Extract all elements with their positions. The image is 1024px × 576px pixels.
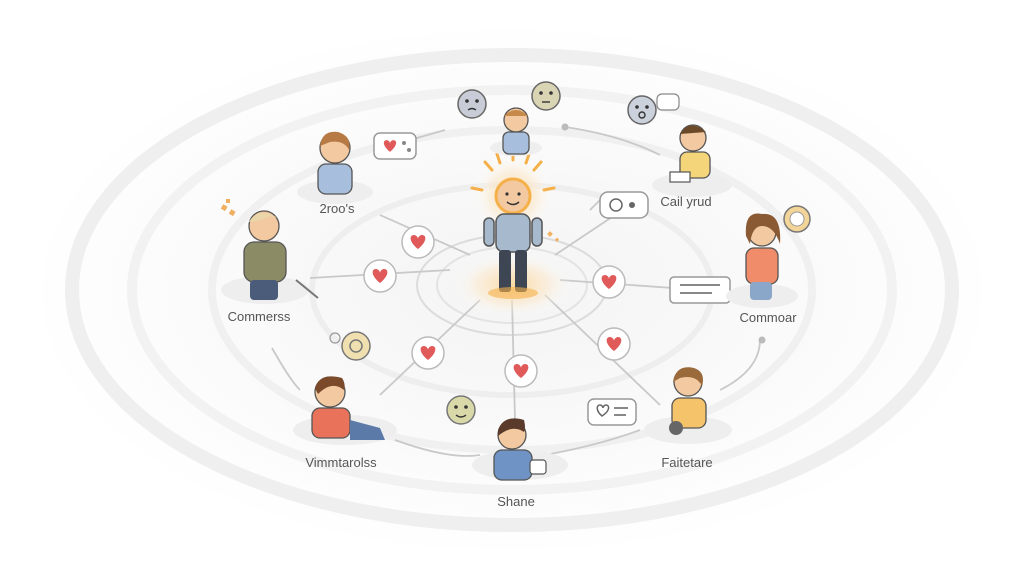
person-top [490, 107, 542, 156]
person-bottom-right [644, 367, 732, 444]
heart-bubble [504, 354, 538, 388]
heart-bubble [411, 336, 445, 370]
heart-bubble [597, 327, 631, 361]
connector-dot [758, 336, 766, 344]
connector-dot [561, 123, 569, 131]
label-person-top-left: 2roo's [319, 201, 355, 216]
person-bottom [472, 418, 568, 481]
heart-bubble [401, 225, 435, 259]
sparkle-icons [220, 199, 560, 242]
central-person [453, 148, 573, 317]
label-person-top-right: Cail yrud [660, 194, 711, 209]
emoji-face-icon [446, 395, 476, 425]
emoji-face-icon [627, 93, 680, 125]
emoji-face-icon [329, 331, 371, 361]
person-top-left [297, 131, 373, 204]
person-bottom-left [293, 376, 397, 445]
label-person-bottom: Shane [497, 494, 535, 509]
person-left [221, 210, 319, 304]
chat-bubble-icon [669, 276, 731, 304]
person-right [726, 213, 798, 308]
chat-bubble-icon [373, 132, 417, 160]
emoji-face-icon [531, 81, 561, 111]
label-person-left: Commerss [228, 309, 291, 324]
label-person-bottom-right: Faitetare [661, 455, 712, 470]
label-person-right: Commoar [739, 310, 797, 325]
chat-bubble-icon [587, 398, 637, 426]
chat-bubble-icon [599, 191, 649, 219]
heart-bubble [363, 259, 397, 293]
heart-bubble [592, 265, 626, 299]
label-person-bottom-left: Vimmtarolss [305, 455, 377, 470]
emoji-face-icon [457, 89, 487, 119]
person-top-right [652, 124, 732, 197]
emoji-face-icon [783, 205, 811, 233]
